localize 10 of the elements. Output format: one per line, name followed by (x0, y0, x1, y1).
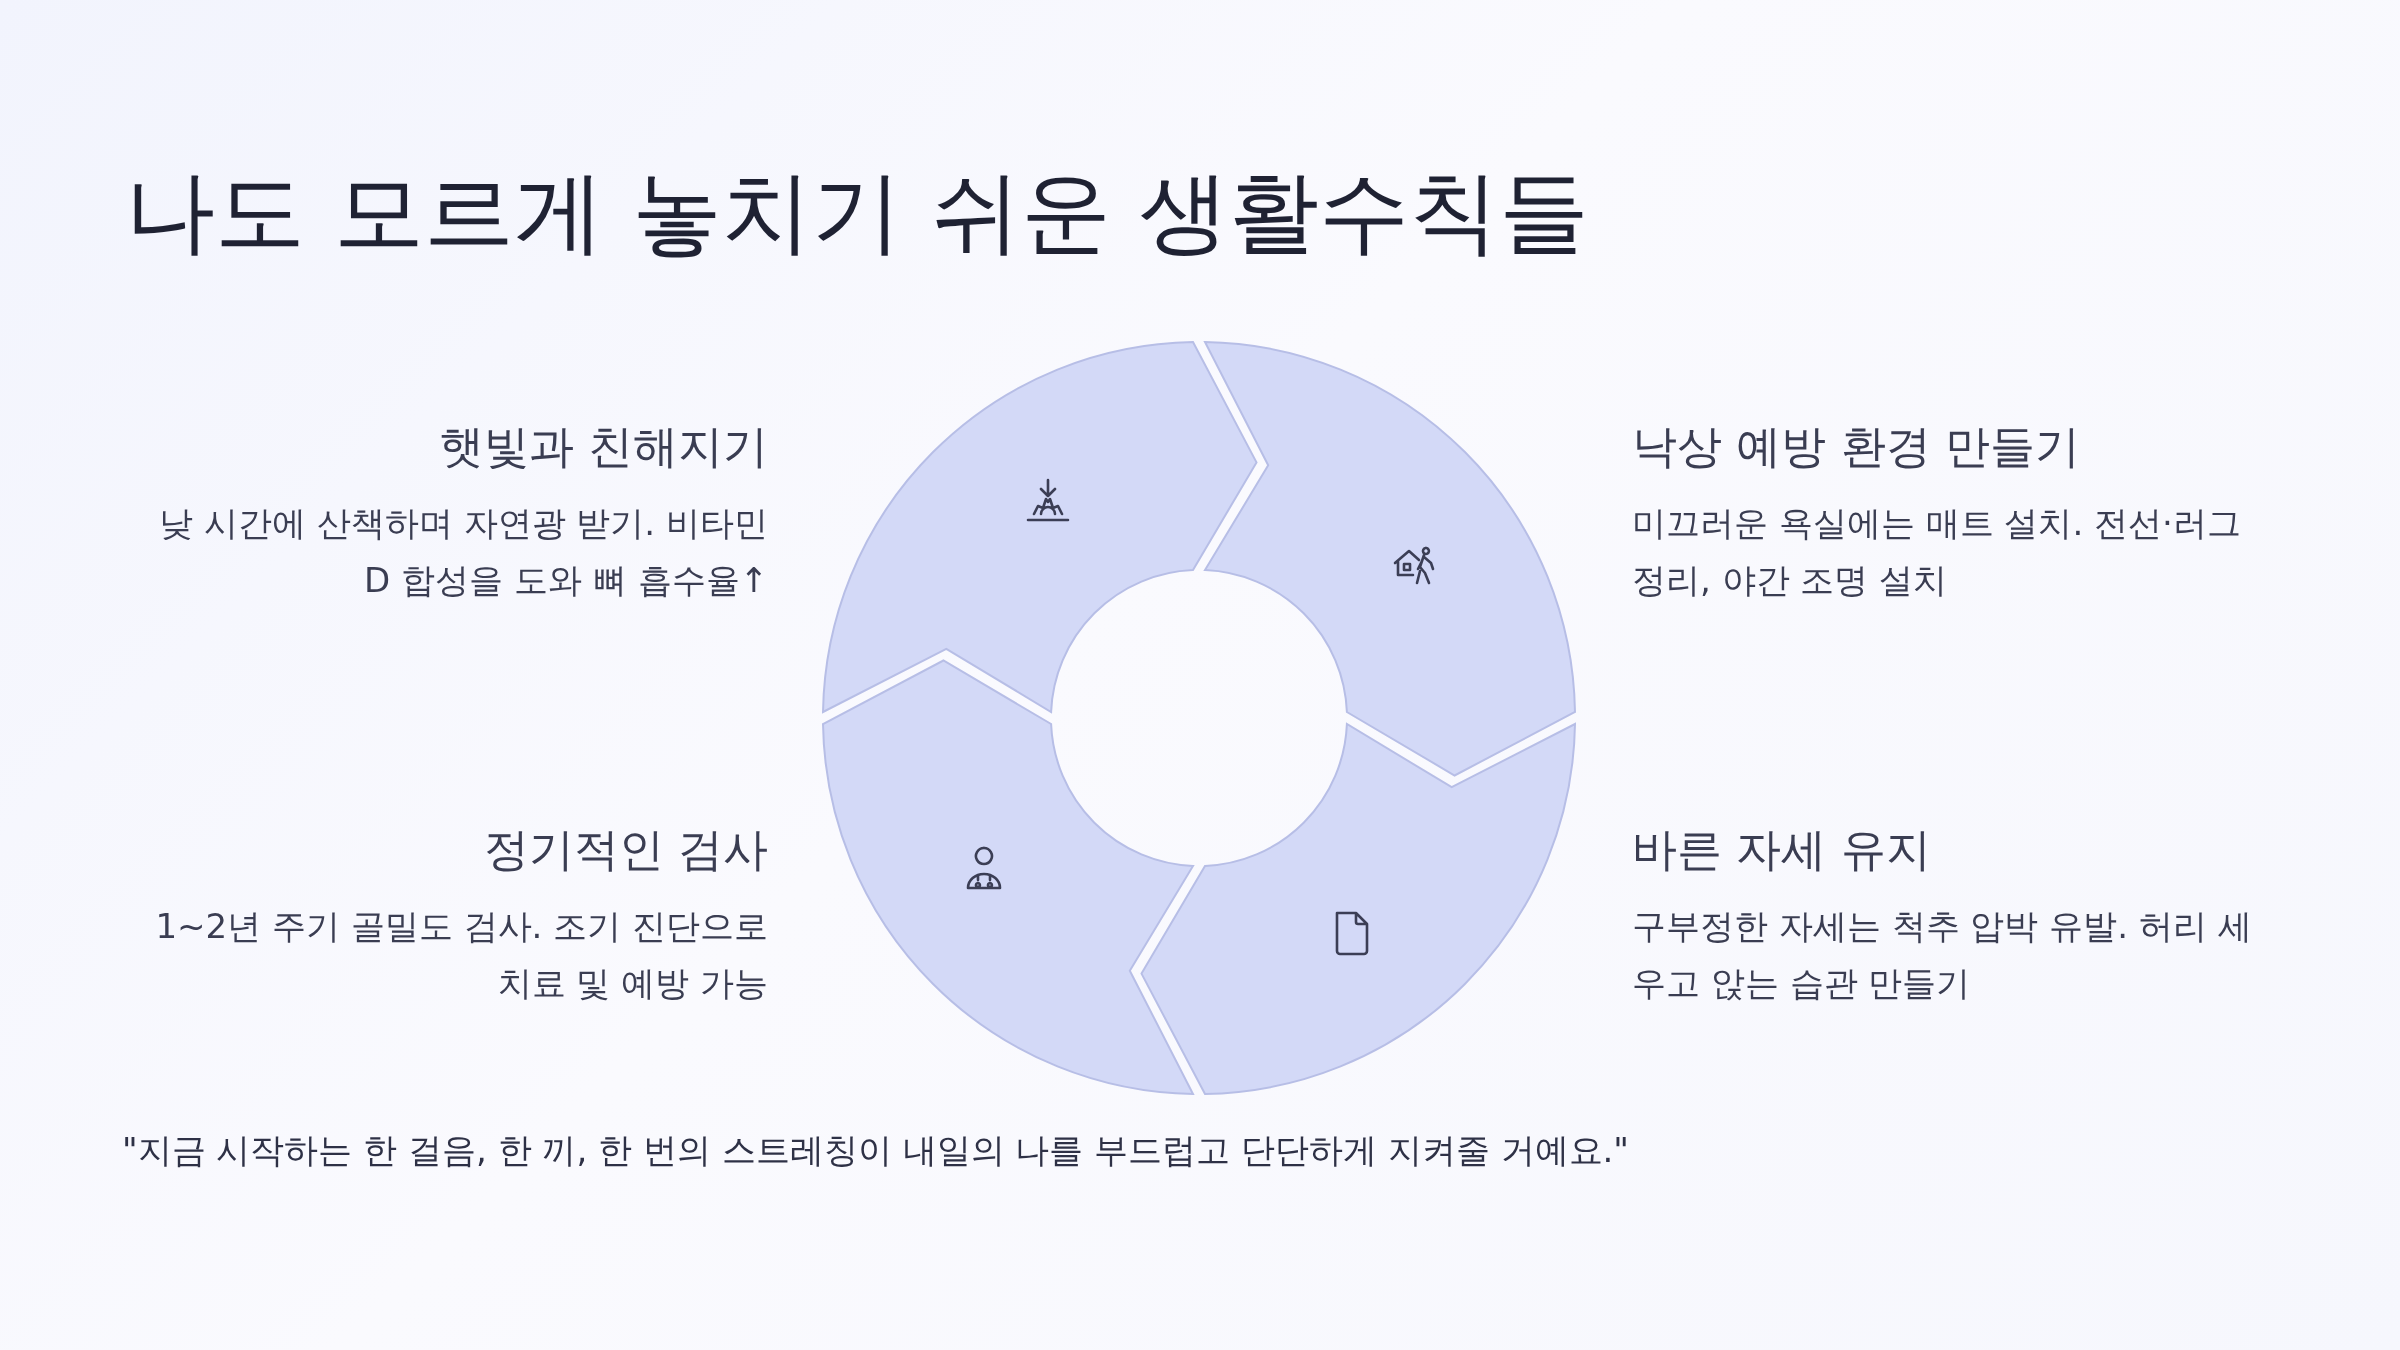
step-heading: 낙상 예방 환경 만들기 (1632, 420, 2081, 474)
step-description: 낮 시간에 산책하며 자연광 받기. 비타민 D 합성을 도와 뼈 흡수율↑ (158, 502, 768, 602)
step-description: 미끄러운 욕실에는 매트 설치. 전선·러그 정리, 야간 조명 설치 (1632, 502, 2242, 602)
step-description: 구부정한 자세는 척추 압박 유발. 허리 세우고 앉는 습관 만들기 (1632, 905, 2253, 1005)
step-heading: 바른 자세 유지 (1632, 823, 1932, 877)
step-description: 1~2년 주기 골밀도 검사. 조기 진단으로 치료 및 예방 가능 (154, 905, 768, 1005)
title: 나도 모르게 놓치기 쉬운 생활수칙들 (125, 160, 1590, 264)
quote-text: "지금 시작하는 한 걸음, 한 끼, 한 번의 스트레칭이 내일의 나를 부드럽고 단단하게 지켜줄 거예요." (122, 1129, 1629, 1172)
step-heading: 햇빛과 친해지기 (437, 420, 768, 474)
step-heading: 정기적인 검사 (482, 823, 768, 877)
